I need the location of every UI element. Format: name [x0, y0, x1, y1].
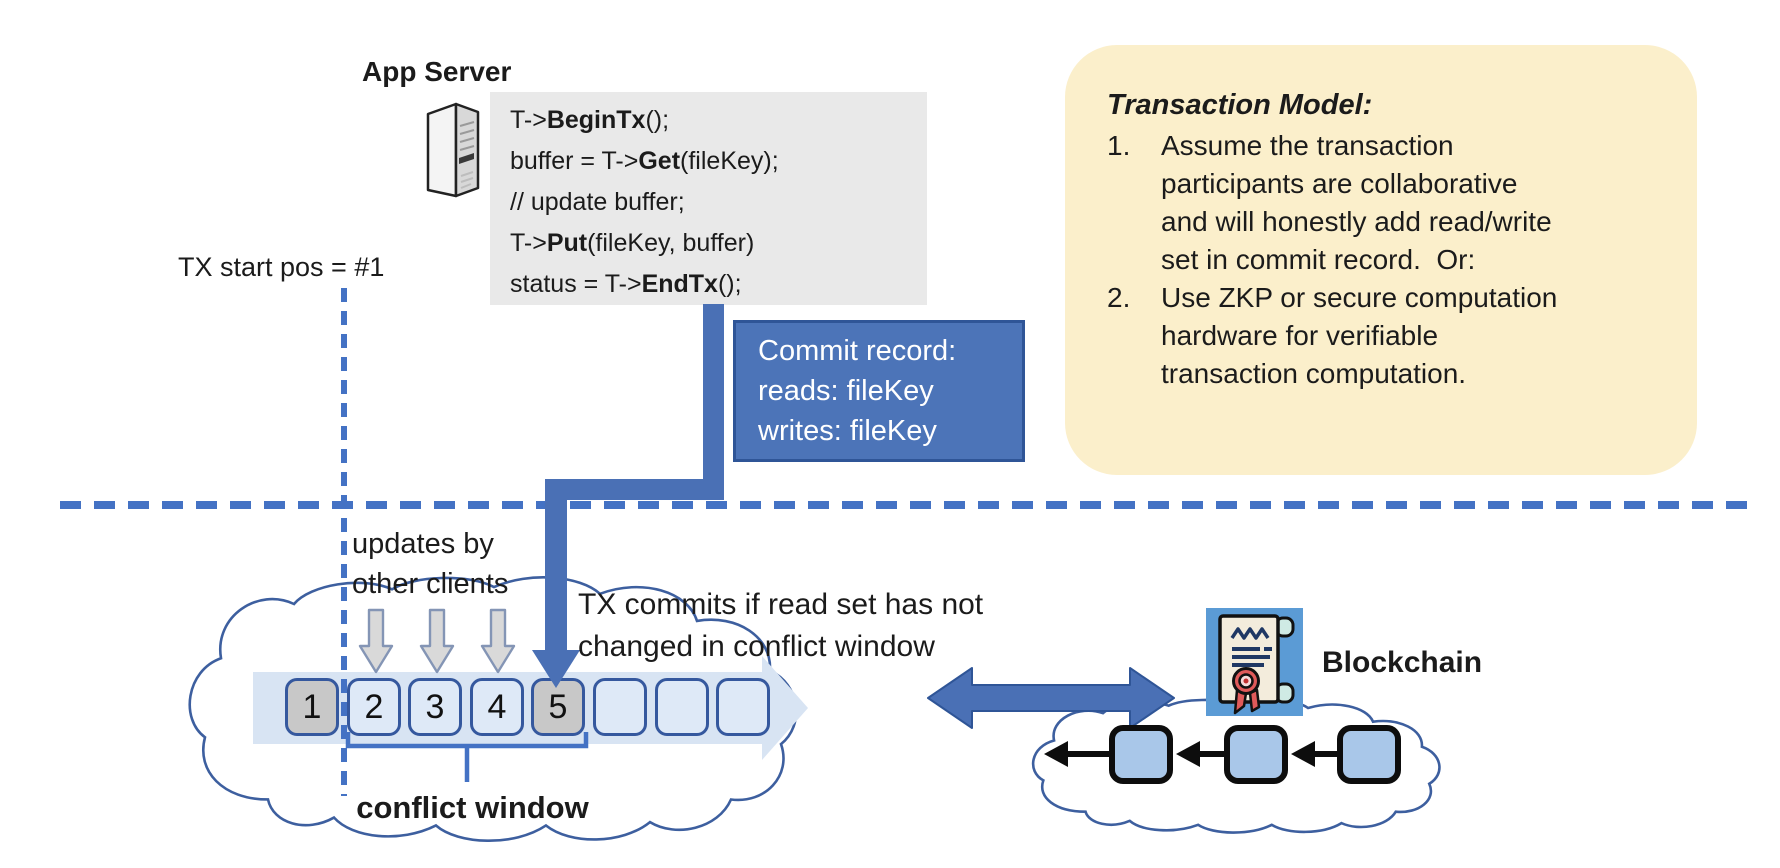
text-line: updates by	[352, 528, 494, 560]
blockchain-label: Blockchain	[1322, 646, 1483, 679]
blockchain-chain	[1044, 725, 1401, 784]
sequence-box-empty-5	[593, 678, 647, 736]
block-icon	[1224, 725, 1288, 784]
conflict-window-label: conflict window	[356, 790, 589, 825]
item-number: 1.	[1107, 130, 1131, 161]
blockchain-cloud	[1033, 700, 1439, 833]
text-line: changed in conflict window	[578, 630, 935, 663]
updates-by-other-clients-note: updates by other clients	[352, 524, 508, 604]
tx-start-dashed-line	[341, 288, 347, 796]
tx-commits-note: TX commits if read set has not changed in…	[578, 584, 983, 668]
sequence-box-empty-6	[655, 678, 709, 736]
conflict-window-bracket	[345, 732, 589, 782]
conflict-separator-dashed-line	[60, 501, 1748, 509]
commit-flow-arrow-segment	[545, 479, 724, 500]
sequence-box-1: 1	[285, 678, 339, 736]
chain-arrowhead-icon	[1044, 741, 1068, 767]
commit-flow-arrow-segment	[545, 479, 567, 652]
sequence-box-4: 4	[470, 678, 524, 736]
app-server-title: App Server	[362, 56, 512, 87]
transaction-model-title: Transaction Model:	[1107, 89, 1373, 121]
text-line: TX commits if read set has not	[578, 588, 984, 621]
block-icon	[1109, 725, 1173, 784]
code-line: status = T->EndTx();	[510, 270, 742, 298]
tx-start-pos-label: TX start pos = #1	[178, 252, 385, 282]
code-line: T->Put(fileKey, buffer)	[510, 229, 755, 257]
update-arrow-icon	[358, 608, 394, 674]
commit-record-box: Commit record: reads: fileKey writes: file…	[733, 320, 1025, 462]
sequence-box-3: 3	[408, 678, 462, 736]
text-line: Commit record:	[758, 335, 957, 367]
code-line: // update buffer;	[510, 188, 685, 216]
item-number: 2.	[1107, 282, 1131, 313]
update-arrow-icon	[419, 608, 455, 674]
sequence-box-2: 2	[347, 678, 401, 736]
chain-arrowhead-icon	[1176, 741, 1200, 767]
block-icon	[1337, 725, 1401, 784]
update-arrow-icon	[480, 608, 516, 674]
text-line: reads: fileKey	[758, 375, 934, 407]
sync-double-arrow-icon	[927, 667, 1175, 729]
commit-flow-arrowhead-icon	[532, 650, 580, 688]
commit-flow-arrow-segment	[703, 304, 724, 490]
sequence-box-empty-7	[716, 678, 770, 736]
update-arrows	[358, 608, 516, 674]
text-line: writes: fileKey	[758, 415, 937, 447]
code-line: buffer = T->Get(fileKey);	[510, 147, 779, 175]
chain-arrowhead-icon	[1291, 741, 1315, 767]
server-icon	[426, 102, 480, 198]
transaction-model-note: Transaction Model: 1. Assume the transact…	[1065, 45, 1697, 475]
text-line: other clients	[352, 568, 509, 600]
sequence-box-5: 5	[531, 678, 585, 736]
transaction-code-block: T->BeginTx(); buffer = T->Get(fileKey); //…	[490, 92, 927, 305]
conflict-window-cloud	[190, 577, 796, 840]
certificate-scroll-icon	[1206, 608, 1303, 716]
code-line: T->BeginTx();	[510, 106, 670, 134]
